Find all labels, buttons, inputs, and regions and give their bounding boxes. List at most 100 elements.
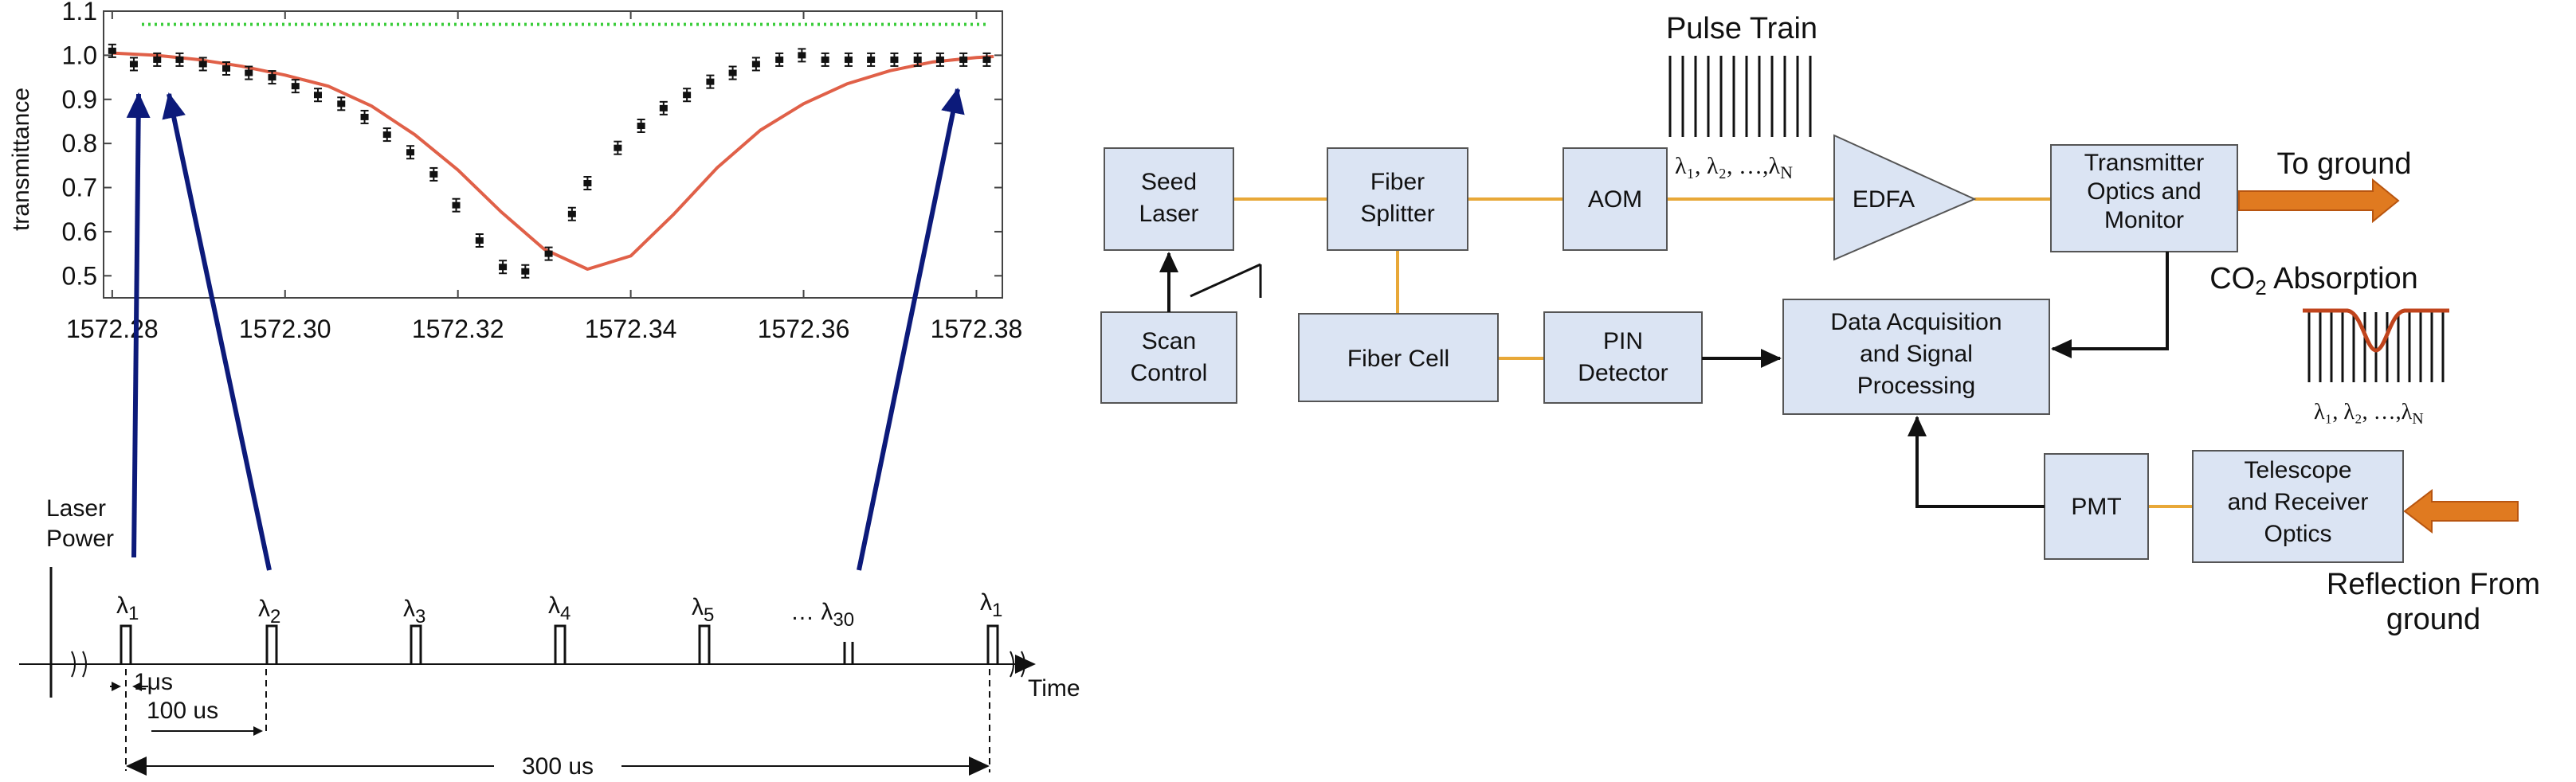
data-point (637, 119, 645, 133)
data-point (775, 52, 784, 67)
marker (583, 180, 592, 186)
pulse-width-label: 1μs (134, 669, 173, 695)
fiber-links (1233, 197, 2193, 508)
time-axis-label: Time (1028, 675, 1080, 702)
scan-ramp-icon (1190, 263, 1261, 298)
marker (429, 170, 438, 178)
pulse-label-4: λ4 (548, 592, 570, 624)
data-point (935, 52, 944, 67)
marker (245, 69, 253, 76)
scan-control-box (1100, 311, 1237, 404)
period-label: 300 us (522, 753, 594, 780)
data-point (475, 233, 484, 248)
marker (867, 56, 876, 63)
data-markers (108, 43, 991, 279)
aom-box (1562, 147, 1668, 251)
marker (475, 237, 484, 244)
pmt-label: PMT (2071, 494, 2121, 520)
marker (129, 61, 138, 68)
y-axis-label: transmittance (8, 88, 34, 231)
data-point (313, 88, 322, 103)
data-point (406, 145, 415, 160)
data-point (706, 74, 715, 89)
pulse-label-1: λ1 (116, 592, 139, 624)
x-tick-label: 1572.28 (66, 315, 159, 343)
pulse-1 (120, 624, 132, 664)
marker (890, 56, 899, 63)
marker (982, 56, 991, 63)
y-tick-label: 0.5 (62, 261, 97, 290)
laser-power-label-line1: Laser (46, 495, 106, 522)
pulse-4 (554, 624, 567, 664)
axis-break-left (71, 651, 87, 678)
co2-absorption-title: CO2 Absorption (2209, 262, 2418, 299)
pointer-arrows (126, 88, 965, 571)
marker (153, 56, 162, 63)
marker (521, 268, 530, 275)
pulse-1-repeat (986, 624, 999, 664)
data-point (153, 52, 162, 67)
pulse-2 (265, 624, 278, 664)
data-point (175, 52, 184, 67)
aom-label: AOM (1588, 186, 1642, 213)
marker (683, 92, 692, 99)
data-point (982, 52, 991, 67)
data-point (544, 246, 553, 261)
pulse-train-lines (1668, 56, 1812, 137)
pulse-train-title: Pulse Train (1666, 12, 1817, 45)
edfa-label: EDFA (1853, 186, 1915, 213)
marker (499, 264, 508, 271)
marker (775, 56, 784, 63)
data-point (245, 65, 253, 80)
marker (452, 201, 461, 209)
fit-curve (112, 51, 994, 271)
marker (108, 47, 116, 54)
data-point (567, 206, 576, 221)
pulse-label-1-repeat: λ1 (980, 589, 1002, 621)
data-point (337, 96, 346, 111)
edfa-amplifier (1833, 134, 1977, 261)
marker (706, 78, 715, 85)
data-point (959, 52, 968, 67)
co2-absorption-lines (2307, 312, 2445, 382)
y-tick-label: 1.0 (62, 41, 97, 69)
transmitter-box (2050, 144, 2238, 252)
marker (751, 61, 760, 68)
co2-lambdas: λ₁, λ₂, …,λN (2314, 400, 2424, 428)
to-ground-label: To ground (2276, 147, 2411, 181)
marker (198, 61, 207, 68)
x-tick-label: 1572.34 (585, 315, 677, 343)
fiber-cell-label: Fiber Cell (1347, 346, 1449, 372)
marker (935, 56, 944, 63)
data-point (452, 197, 461, 213)
data-point (844, 52, 853, 67)
daq-box (1782, 299, 2050, 415)
y-tick-label: 1.1 (62, 0, 97, 25)
x-tick-label: 1572.38 (931, 315, 1023, 343)
data-point (890, 52, 899, 67)
pulse-label-3: λ3 (403, 596, 425, 628)
marker (637, 123, 645, 129)
plot-frame (103, 10, 1003, 299)
pulse-5 (698, 624, 711, 664)
x-tick-label: 1572.30 (239, 315, 331, 343)
pointer-arrow-lambda1 (126, 92, 151, 558)
pulse-label-30: … λ30 (790, 599, 854, 631)
data-point (867, 52, 876, 67)
marker (313, 92, 322, 99)
y-tick-label: 0.6 (62, 217, 97, 246)
reflection-arrow (2403, 488, 2519, 534)
pulse-label-2: λ2 (258, 596, 280, 628)
data-point (222, 61, 231, 76)
data-point (291, 79, 300, 94)
to-ground-arrow (2238, 178, 2400, 224)
